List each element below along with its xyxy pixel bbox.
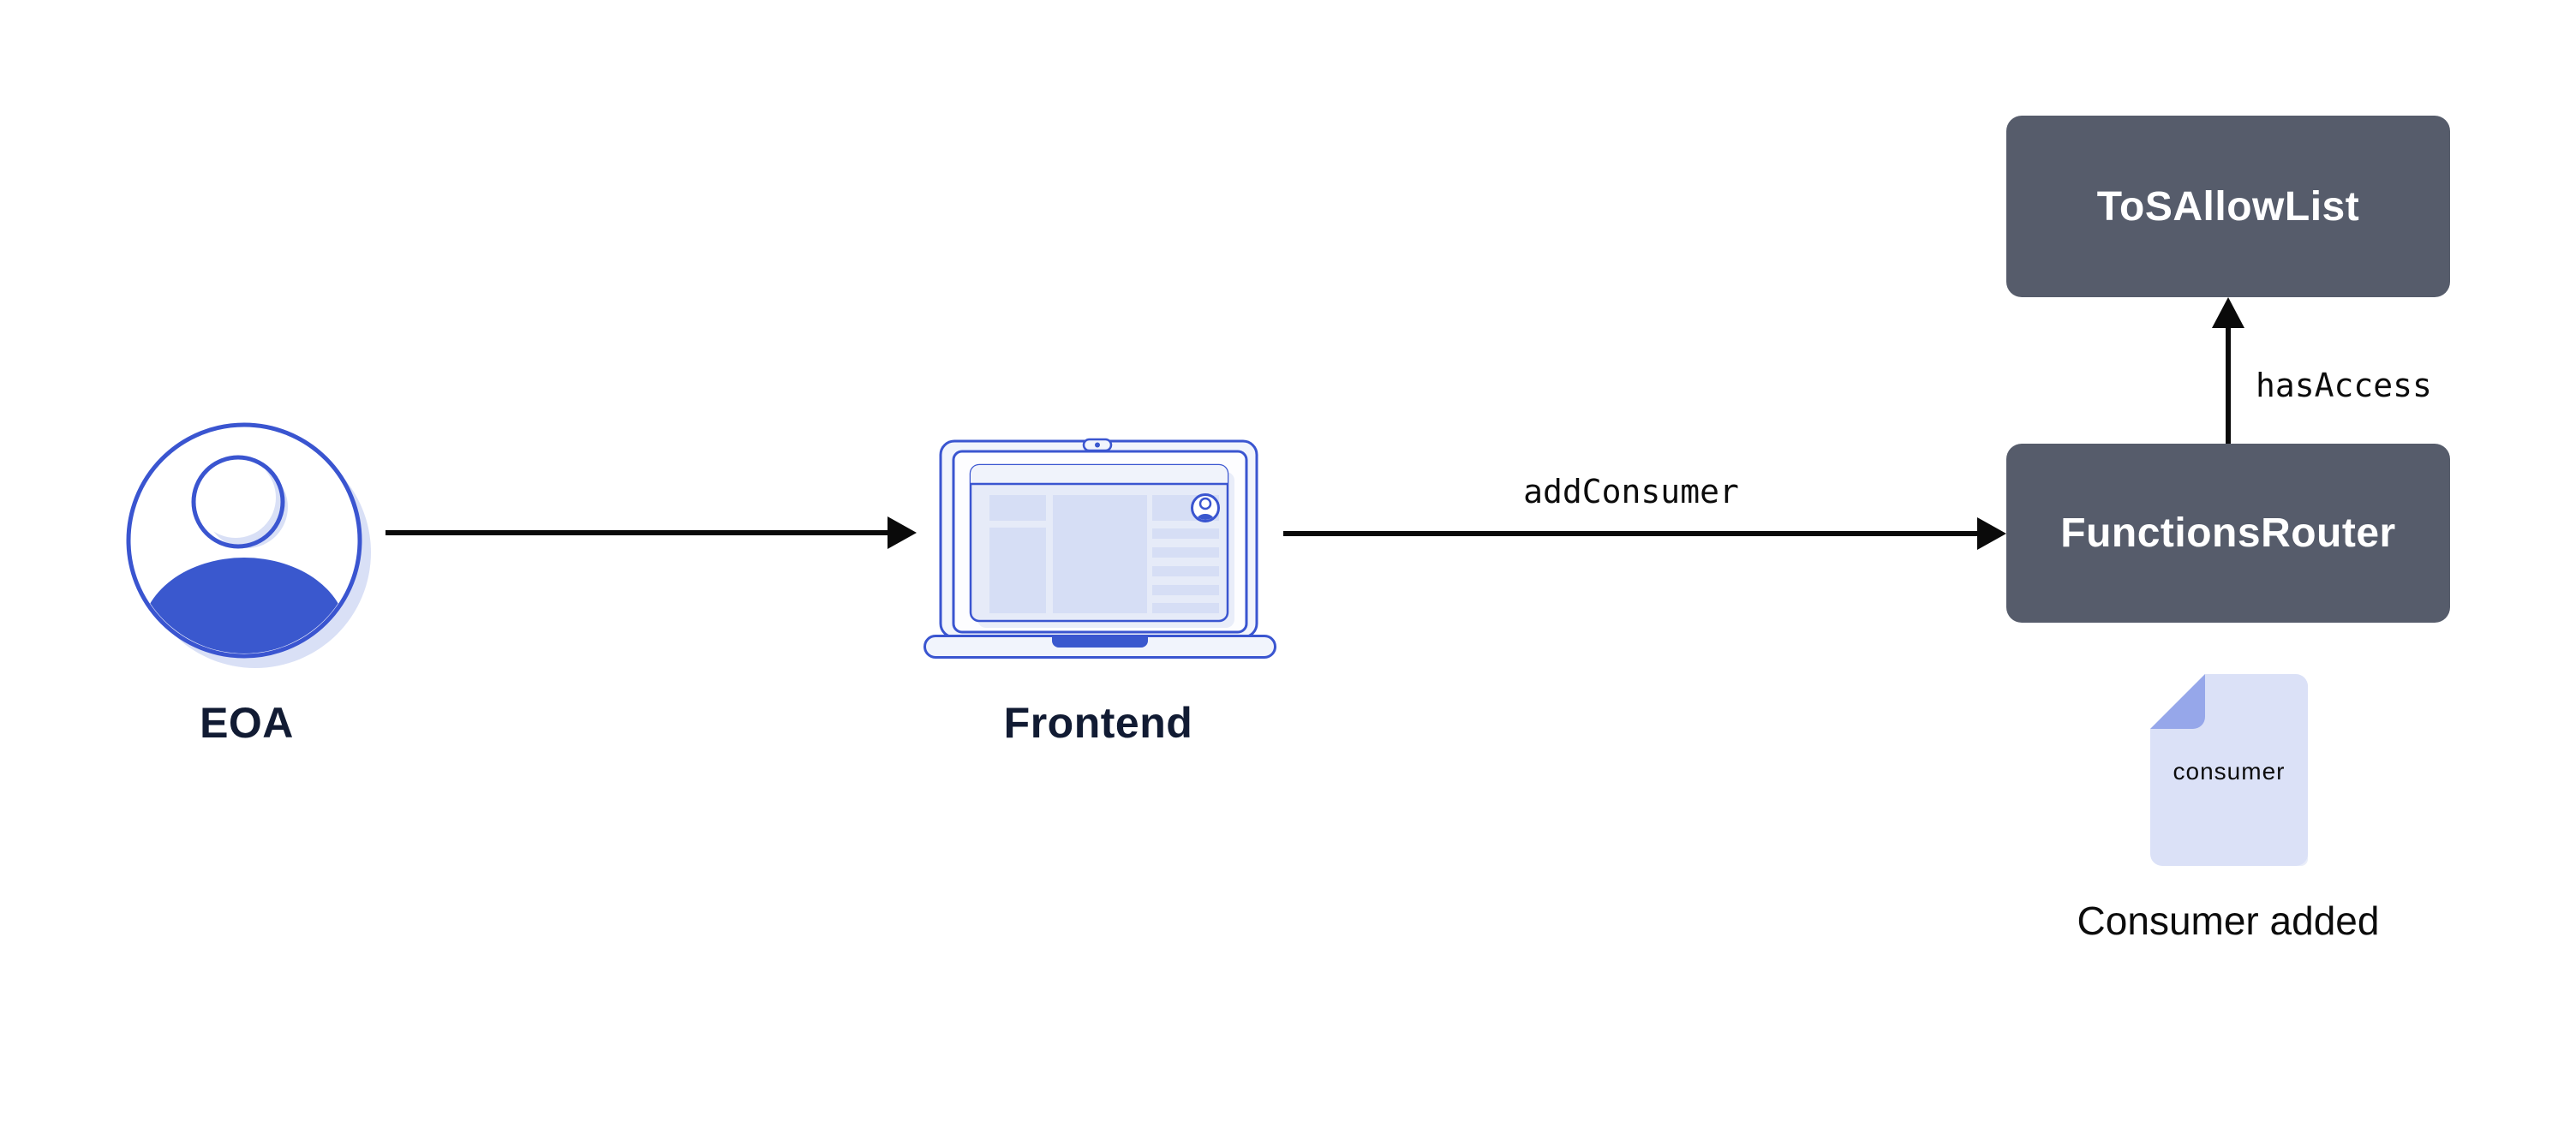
flow-arrow-frontend-functionsrouter <box>1283 517 2006 550</box>
content-bar <box>1152 585 1219 595</box>
frontend-node <box>923 438 1276 660</box>
consumer-document <box>2150 674 2308 866</box>
consumer-added-caption: Consumer added <box>2077 898 2380 943</box>
document-icon <box>2150 674 2308 866</box>
avatar-head-outline <box>191 455 285 549</box>
content-block <box>989 528 1046 613</box>
arrowhead-up-icon <box>2212 297 2244 328</box>
content-bar <box>1152 566 1219 576</box>
functionsrouter-box: FunctionsRouter <box>2006 444 2450 623</box>
laptop-icon <box>923 438 1276 659</box>
consumer-doc-text: consumer <box>2173 758 2286 785</box>
content-block <box>989 495 1046 521</box>
arrowhead-right-icon <box>1977 517 2006 550</box>
edge-label-addconsumer: addConsumer <box>1523 473 1739 510</box>
flow-arrow-functionsrouter-tosallowlist <box>2212 297 2244 444</box>
functionsrouter-label: FunctionsRouter <box>2060 510 2396 556</box>
user-avatar-icon <box>126 422 371 668</box>
eoa-node <box>124 421 381 677</box>
flow-arrow-eoa-frontend <box>386 516 917 549</box>
content-block <box>1053 495 1147 613</box>
content-bar <box>1152 603 1219 613</box>
browser-topbar <box>971 465 1228 484</box>
content-bar <box>1152 528 1219 539</box>
laptop-base-notch <box>1052 637 1148 648</box>
content-bar <box>1152 547 1219 558</box>
frontend-label: Frontend <box>1003 699 1193 747</box>
edge-label-hasaccess: hasAccess <box>2256 367 2432 404</box>
eoa-label: EOA <box>200 699 294 747</box>
tosallowlist-box: ToSAllowList <box>2006 116 2450 297</box>
avatar-head-fill <box>195 457 276 538</box>
avatar-shoulders <box>141 558 347 654</box>
laptop-camera-dot <box>1095 442 1100 448</box>
tosallowlist-label: ToSAllowList <box>2096 183 2360 230</box>
arrowhead-right-icon <box>888 516 917 549</box>
document-fold <box>2150 674 2205 729</box>
